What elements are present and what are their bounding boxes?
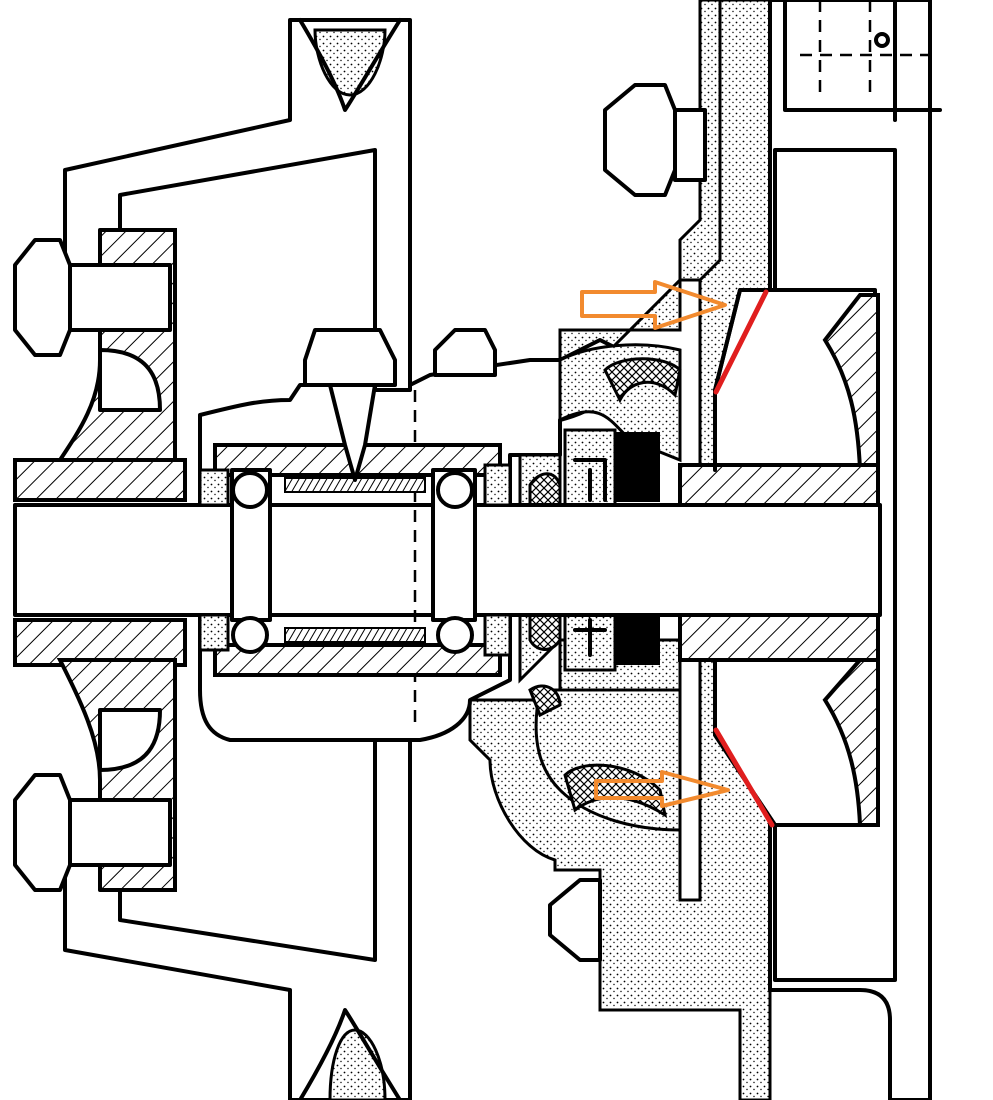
- pulley: [63, 18, 412, 1100]
- highlight-edges: [713, 289, 775, 828]
- orange-arrow-upper: [580, 280, 727, 330]
- red-edge-lower: [713, 727, 775, 828]
- bearings: [198, 443, 512, 677]
- annotation-arrows: [580, 280, 730, 808]
- red-edge-upper: [713, 289, 769, 395]
- bolts: [13, 83, 707, 962]
- impeller: [678, 288, 880, 827]
- shaft-seal: [563, 428, 660, 672]
- orange-arrow-lower: [594, 770, 730, 808]
